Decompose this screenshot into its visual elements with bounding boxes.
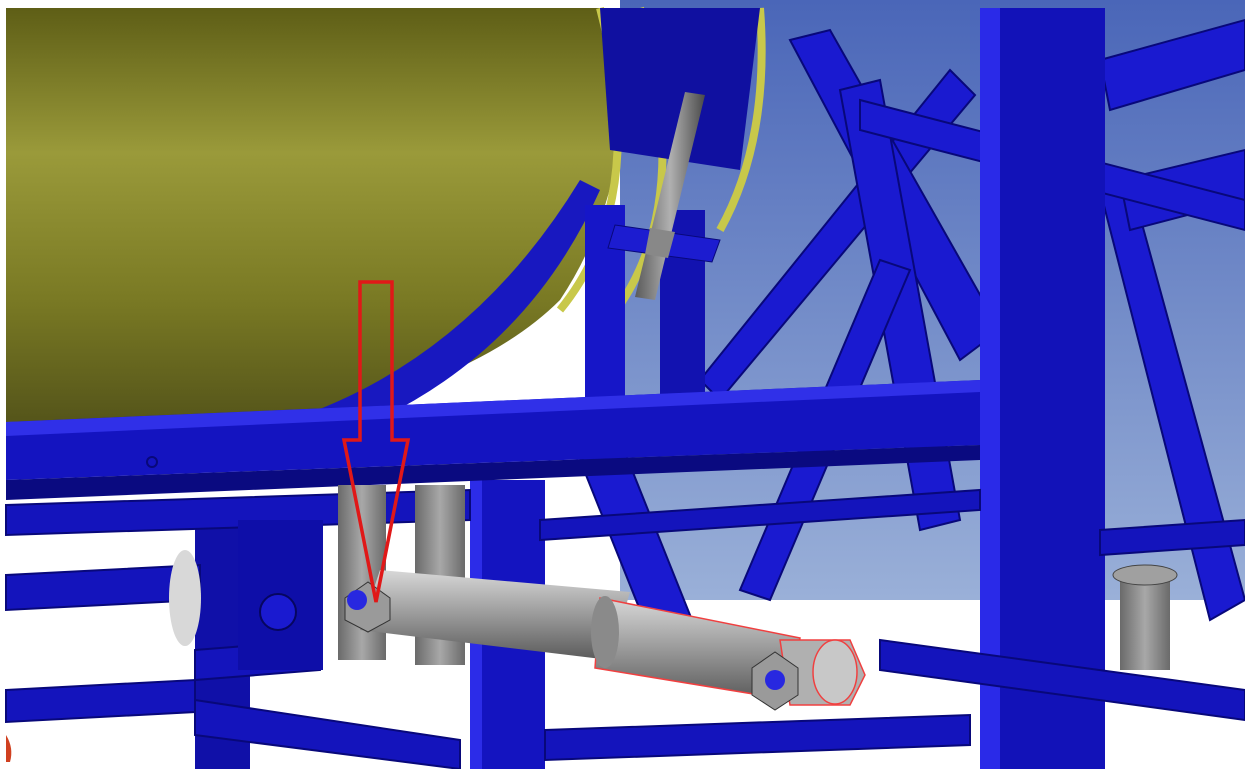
lower-frame — [5, 488, 1245, 769]
threaded-stud — [607, 92, 721, 300]
upper-bracket — [600, 8, 760, 170]
main-crossbeam — [6, 380, 980, 500]
red-part — [6, 735, 12, 762]
annotation-arrow — [341, 280, 411, 603]
hydraulic-cylinder — [344, 570, 866, 711]
side-plate — [169, 520, 323, 670]
